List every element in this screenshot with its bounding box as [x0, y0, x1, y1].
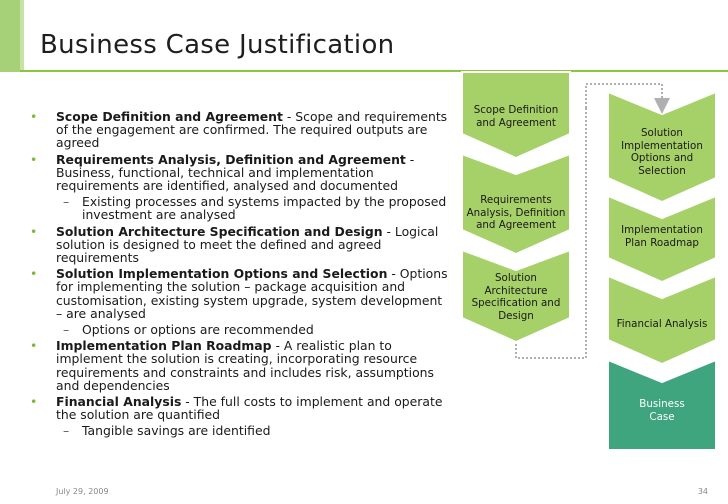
- dash-icon: –: [63, 322, 70, 338]
- bullet-heading: Solution Implementation Options and Sele…: [56, 266, 388, 282]
- bullet-text: - Scope and requirements of the engageme…: [56, 109, 448, 151]
- bullet-icon: •: [30, 394, 38, 410]
- sub-bullet-item: –Existing processes and systems impacted…: [28, 194, 448, 223]
- dash-icon: –: [63, 423, 70, 439]
- bullet-item: • Requirements Analysis, Definition and A…: [28, 151, 448, 194]
- sub-bullet-item: –Tangible savings are identified: [28, 424, 448, 437]
- page-number: 34: [697, 487, 708, 496]
- flow-label-options: Solution Implementation Options and Sele…: [621, 127, 703, 177]
- chevron-business-case: [607, 358, 717, 451]
- process-flow-diagram: [461, 71, 717, 451]
- sub-bullet-text: Tangible savings are identified: [82, 423, 271, 439]
- bullet-item: • Financial Analysis - The full costs to …: [28, 394, 448, 423]
- sub-bullet-text: Existing processes and systems impacted …: [82, 194, 447, 223]
- footer-date: July 29, 2009: [56, 487, 109, 496]
- bullet-text: - Logical solution is designed to meet t…: [56, 223, 439, 266]
- bullet-item: • Scope Definition and Agreement - Scope …: [28, 110, 448, 150]
- bullet-heading: Implementation Plan Roadmap: [56, 338, 272, 354]
- flow-label-roadmap: Implementation Plan Roadmap: [621, 224, 703, 249]
- decor-bar: [0, 0, 20, 72]
- connector-bottom: [515, 108, 587, 359]
- chevron-architecture: [461, 248, 571, 344]
- bullet-icon: •: [30, 338, 38, 354]
- bullet-item: • Implementation Plan Roadmap - A realist…: [28, 339, 448, 392]
- bullet-icon: •: [30, 223, 38, 239]
- bullet-icon: •: [30, 151, 38, 167]
- bullet-heading: Scope Definition and Agreement: [56, 109, 283, 124]
- bullet-list: • Scope Definition and Agreement - Scope …: [28, 110, 448, 441]
- bullet-icon: •: [30, 266, 38, 282]
- bullet-text: - Options for implementing the solution …: [56, 266, 448, 321]
- flow-label-scope: Scope Definition and Agreement: [473, 104, 559, 129]
- sub-bullet-item: –Options or options are recommended: [28, 323, 448, 336]
- flow-label-business-case: Business Case: [639, 398, 685, 423]
- bullet-text: - A realistic plan to implement the solu…: [56, 338, 434, 393]
- dash-icon: –: [63, 194, 70, 210]
- chevron-requirements: [461, 152, 571, 256]
- flow-label-requirements: Requirements Analysis, Definition and Ag…: [466, 194, 566, 232]
- chevron-options: [607, 90, 717, 204]
- bullet-text: - Business, functional, technical and im…: [56, 151, 415, 194]
- bullet-text: - The full costs to implement and operat…: [56, 394, 443, 423]
- bullet-item: • Solution Architecture Specification and…: [28, 223, 448, 266]
- chevron-roadmap: [607, 194, 717, 284]
- bullet-heading: Financial Analysis: [56, 394, 182, 410]
- connector-top: [585, 83, 670, 114]
- bullet-item: • Solution Implementation Options and Sel…: [28, 267, 448, 320]
- title-rule: [20, 70, 728, 72]
- decor-line: [20, 0, 24, 72]
- chevron-scope: [461, 71, 571, 160]
- flow-label-architecture: Solution Architecture Specification and …: [471, 272, 561, 322]
- slide-title: Business Case Justification: [40, 30, 395, 60]
- bullet-icon: •: [30, 109, 38, 124]
- chevron-financial: [607, 274, 717, 366]
- bullet-heading: Solution Architecture Specification and …: [56, 223, 383, 239]
- flow-label-financial: Financial Analysis: [616, 318, 708, 330]
- bullet-heading: Requirements Analysis, Definition and Ag…: [56, 151, 406, 167]
- sub-bullet-text: Options or options are recommended: [82, 322, 314, 338]
